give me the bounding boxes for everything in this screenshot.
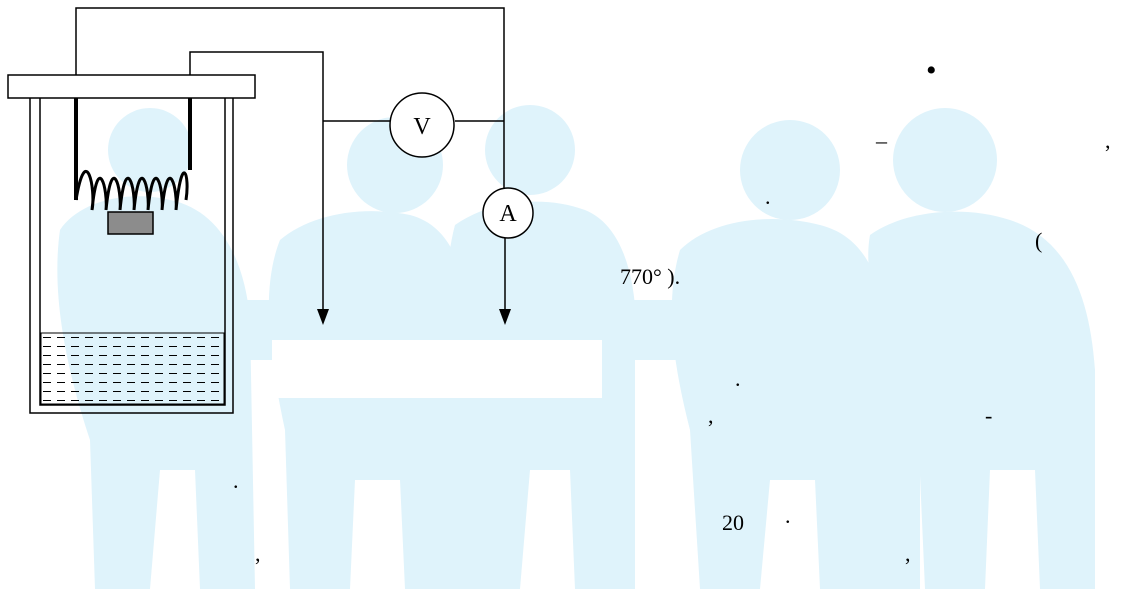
heating-coil [74, 169, 189, 211]
wire-outer-circuit [75, 7, 505, 198]
text-dot-lower: . [735, 366, 741, 391]
text-hyphen-lower: - [985, 403, 993, 428]
watermark-table-leg-right [880, 355, 920, 589]
wire-inner-circuit [189, 51, 324, 316]
watermark-head-1 [108, 108, 192, 192]
vessel-inner-wall [39, 98, 226, 406]
text-temperature: 770° ). [620, 264, 681, 289]
watermark-head-3 [485, 105, 575, 195]
text-comma-top: , [1105, 128, 1111, 153]
text-comma-lower: , [708, 403, 714, 428]
sample-block [107, 211, 154, 235]
text-dot-mid: . [765, 184, 771, 209]
watermark-head-4 [740, 120, 840, 220]
liquid-layer [40, 332, 225, 405]
text-comma-bottom-right: , [905, 541, 911, 566]
text-bullet: • [926, 54, 937, 87]
vessel-lid [7, 74, 256, 99]
text-dot-after-twenty: . [785, 503, 791, 528]
text-twenty: 20 [722, 510, 744, 535]
voltmeter-circle [389, 92, 455, 158]
arrowhead-right [499, 309, 511, 325]
arrowhead-left [317, 309, 329, 325]
text-dash-top: – [876, 128, 887, 153]
voltmeter-label: V [413, 114, 431, 140]
ammeter-label: A [499, 201, 517, 227]
ammeter-circle [482, 187, 534, 239]
text-dot-bottom-left: . [233, 468, 239, 493]
blank-caption-box [272, 340, 602, 398]
text-comma-bottom-left: , [255, 541, 261, 566]
vessel-outer-wall [29, 98, 234, 414]
watermark-head-5 [893, 108, 997, 212]
text-paren-open: ( [1035, 228, 1043, 253]
